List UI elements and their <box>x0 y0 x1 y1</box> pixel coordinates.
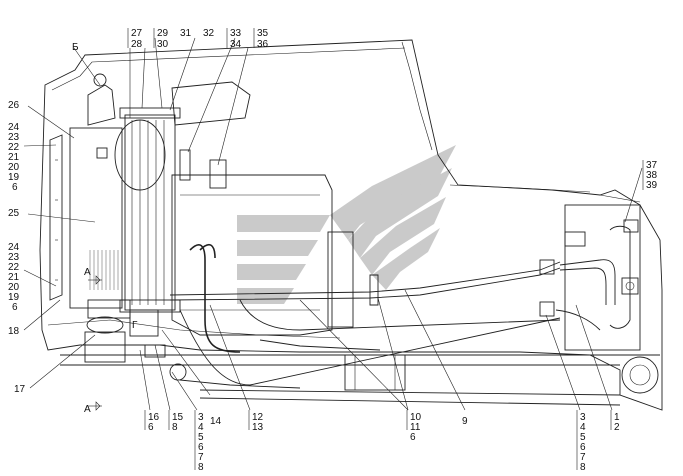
callout-5-a: 5 <box>198 432 204 443</box>
callout-11: 11 <box>410 422 421 433</box>
callout-6-c: 6 <box>410 432 416 443</box>
callout-7-a: 7 <box>198 452 204 463</box>
callout-29: 29 <box>157 28 169 39</box>
callout-8-a: 8 <box>172 422 178 433</box>
callout-8-c: 8 <box>580 462 586 473</box>
callout-stack-left-2-3: 22 <box>8 262 20 273</box>
callout-30: 30 <box>157 39 169 50</box>
callout-stack-left-2-2: 23 <box>8 252 20 263</box>
callout-37: 37 <box>646 160 658 171</box>
callout-6-b: 6 <box>198 442 204 453</box>
callout-stack-left-2-1: 24 <box>8 242 20 253</box>
callout-stack-left-2-6: 19 <box>8 292 20 303</box>
callout-8-b: 8 <box>198 462 204 473</box>
callout-4-b: 4 <box>580 422 586 433</box>
callout-36: 36 <box>257 39 269 50</box>
callout-35: 35 <box>257 28 269 39</box>
view-mark-a-bottom: А <box>84 404 91 415</box>
callout-27: 27 <box>131 28 143 39</box>
watermark-logo <box>237 145 456 304</box>
callout-39: 39 <box>646 180 658 191</box>
callout-stack-left-2-4: 21 <box>8 272 20 283</box>
callout-6-d: 6 <box>580 442 586 453</box>
callout-stack-left-1-1: 24 <box>8 122 20 133</box>
callout-6-a: 6 <box>148 422 154 433</box>
view-mark-g: Г <box>132 320 138 331</box>
callout-stack-left-1-7: 6 <box>12 182 18 193</box>
callout-stack-left-1-3: 22 <box>8 142 20 153</box>
callout-7-b: 7 <box>580 452 586 463</box>
view-mark-b: Б <box>72 42 79 53</box>
engine-block <box>171 81 354 336</box>
callout-38: 38 <box>646 170 658 181</box>
callout-stack-left-2-7: 6 <box>12 302 18 313</box>
callout-33: 33 <box>230 28 242 39</box>
callout-15: 15 <box>172 412 184 423</box>
callout-26: 26 <box>8 100 20 111</box>
callout-18: 18 <box>8 326 20 337</box>
callout-2: 2 <box>614 422 620 433</box>
callout-31: 31 <box>180 28 192 39</box>
callout-17: 17 <box>14 384 26 395</box>
callout-stack-left-1-2: 23 <box>8 132 20 143</box>
charge-air-cooler <box>49 127 123 309</box>
callout-10: 10 <box>410 412 422 423</box>
callout-32: 32 <box>203 28 215 39</box>
callout-28: 28 <box>131 39 143 50</box>
callout-9: 9 <box>462 416 468 427</box>
callout-25: 25 <box>8 208 20 219</box>
fan-drive <box>84 299 187 381</box>
callout-4-a: 4 <box>198 422 204 433</box>
callout-stack-left-1-6: 19 <box>8 172 20 183</box>
callout-stack-left-1-5: 20 <box>8 162 20 173</box>
callout-16: 16 <box>148 412 160 423</box>
callout-34: 34 <box>230 39 242 50</box>
callout-13: 13 <box>252 422 264 433</box>
callout-3-a: 3 <box>198 412 204 423</box>
frame-rails <box>60 204 660 406</box>
cab-outline <box>39 39 663 411</box>
callout-stack-left-1-4: 21 <box>8 152 20 163</box>
coolant-pipes <box>169 219 639 389</box>
radiator <box>87 73 181 313</box>
callout-1: 1 <box>614 412 620 423</box>
callout-stack-left-2-5: 20 <box>8 282 20 293</box>
leader-lines <box>23 37 643 411</box>
view-mark-a-top: А <box>84 267 91 278</box>
callout-14: 14 <box>210 416 222 427</box>
callout-5-b: 5 <box>580 432 586 443</box>
callout-3-b: 3 <box>580 412 586 423</box>
callout-12: 12 <box>252 412 264 423</box>
